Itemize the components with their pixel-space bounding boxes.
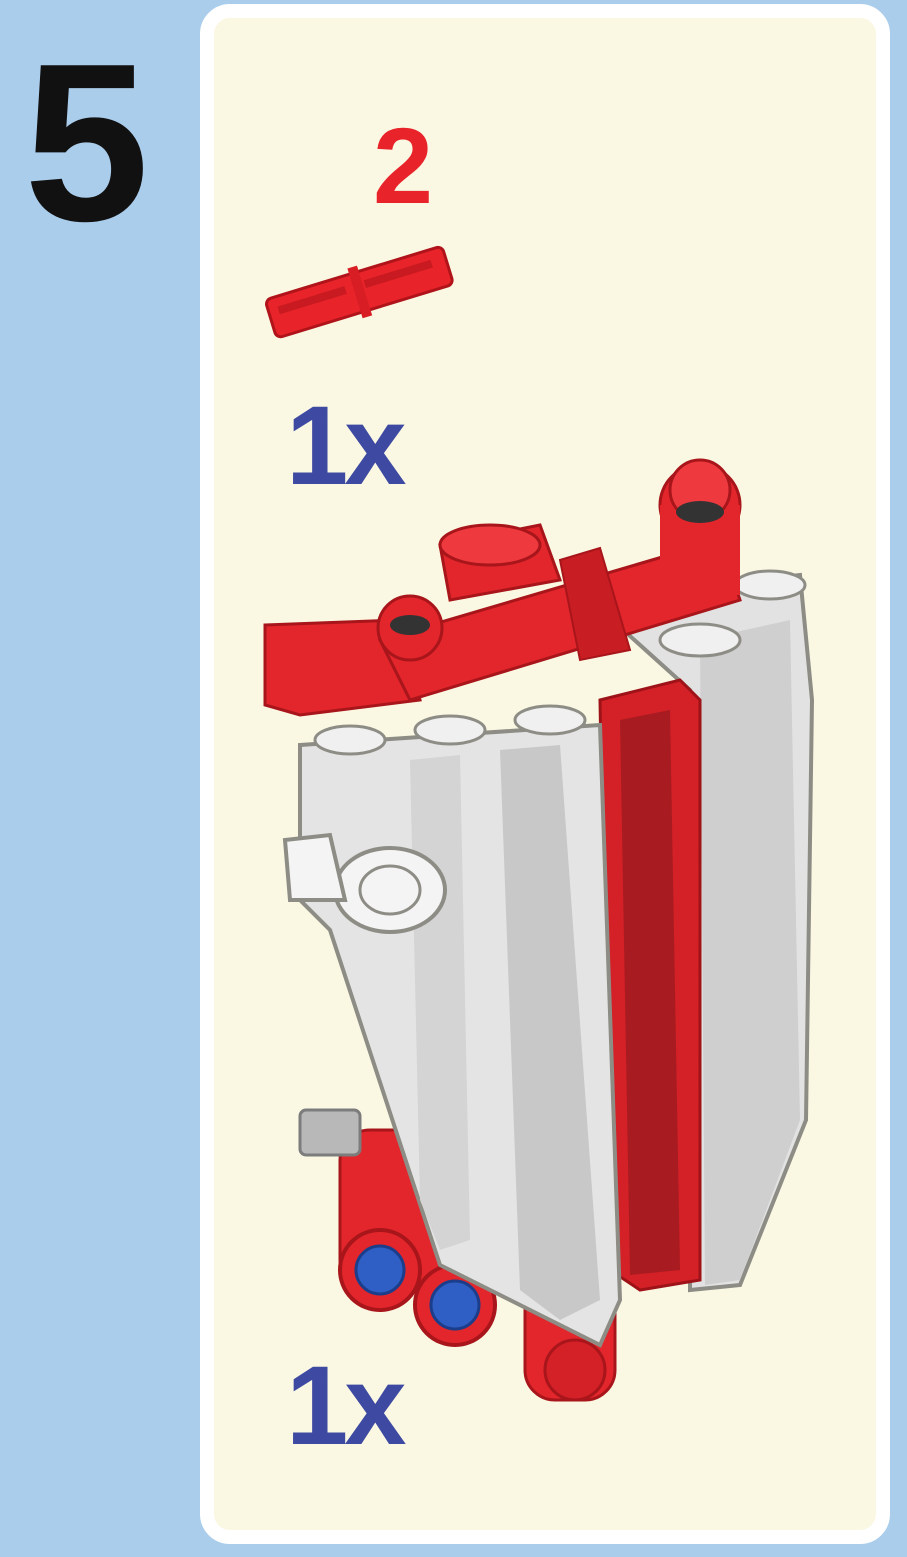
- assembly-quantity: 1x: [286, 1350, 403, 1462]
